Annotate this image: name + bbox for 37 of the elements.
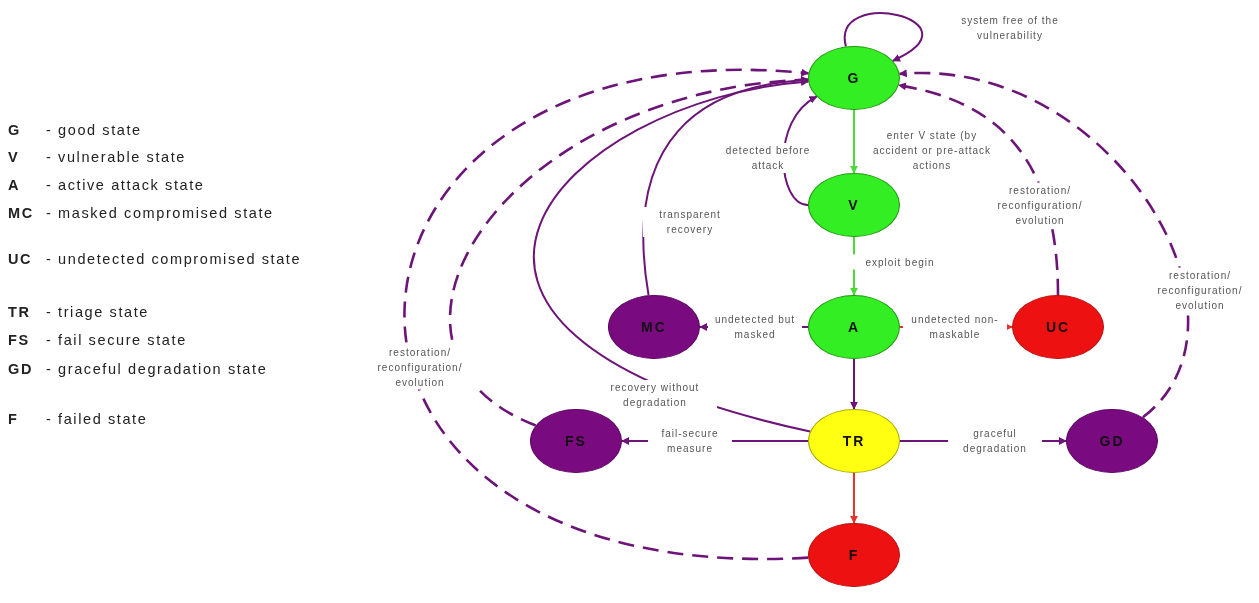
arrow xyxy=(850,358,858,410)
state-abbreviation: GD xyxy=(8,360,33,379)
state-label: V xyxy=(848,197,860,213)
state-abbreviation: FS xyxy=(8,331,30,350)
state-description: - good state xyxy=(46,121,143,140)
state-abbreviation: G xyxy=(8,121,21,140)
arrow xyxy=(844,12,924,62)
state-abbreviation: A xyxy=(8,176,21,195)
arrow xyxy=(850,472,858,524)
state-description: - undetected compromised state xyxy=(46,250,303,269)
state-label: F xyxy=(848,547,860,563)
state-description: - triage state xyxy=(46,303,150,322)
arrow xyxy=(898,82,1060,296)
edge-label: graceful degradation xyxy=(948,426,1042,456)
state-label: UC xyxy=(1045,319,1071,335)
state-abbreviation: UC xyxy=(8,250,33,269)
arrow xyxy=(898,70,1190,419)
state-abbreviation: F xyxy=(8,410,19,429)
state-label: TR xyxy=(842,433,866,449)
state-description: - graceful degradation state xyxy=(46,360,269,379)
state-abbreviation: MC xyxy=(8,204,34,223)
state-label: G xyxy=(847,70,861,86)
state-label: GD xyxy=(1099,433,1125,449)
state-description: - failed state xyxy=(46,410,149,429)
state-label: A xyxy=(847,319,861,335)
arrow xyxy=(850,109,858,174)
state-abbreviation: V xyxy=(8,148,20,167)
state-description: - active attack state xyxy=(46,176,206,195)
state-description: - vulnerable state xyxy=(46,148,188,167)
state-label: FS xyxy=(565,433,587,449)
state-abbreviation: TR xyxy=(8,303,31,322)
state-description: - masked compromised state xyxy=(46,204,275,223)
arrow xyxy=(533,78,812,433)
arrow xyxy=(403,69,810,559)
arrow xyxy=(449,76,809,427)
state-description: - fail secure state xyxy=(46,331,188,350)
state-label: MC xyxy=(641,319,667,335)
